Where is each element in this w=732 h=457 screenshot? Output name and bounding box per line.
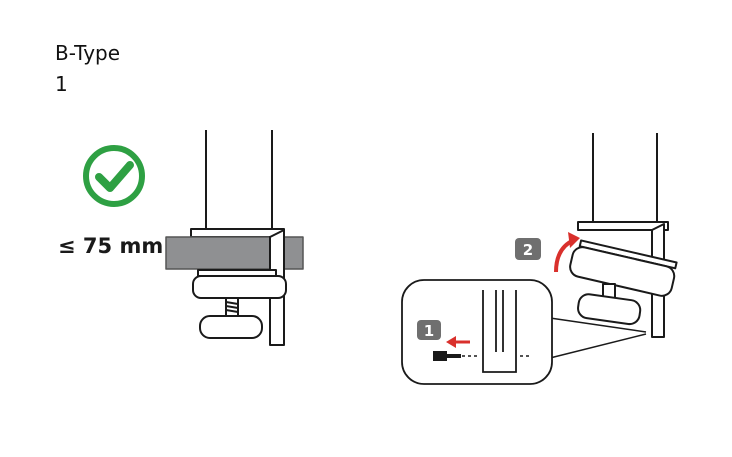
step-number: 1 xyxy=(55,72,68,96)
step-2-badge: 2 xyxy=(515,238,541,260)
step-2-badge-label: 2 xyxy=(523,241,533,259)
slide-left-arrow-icon xyxy=(446,336,470,348)
check-circle-icon xyxy=(83,145,145,207)
step-1-badge: 1 xyxy=(417,320,441,340)
detail-callout: 1 xyxy=(401,279,553,385)
desk-clamp-left xyxy=(165,130,304,346)
type-label: B-Type xyxy=(55,41,121,65)
callout-connector xyxy=(549,317,647,359)
step-1-badge-label: 1 xyxy=(424,322,434,340)
dimension-label: ≤ 75 mm xyxy=(58,234,163,258)
desk-clamp-right xyxy=(569,133,678,338)
rotate-arrow-icon xyxy=(554,232,580,273)
